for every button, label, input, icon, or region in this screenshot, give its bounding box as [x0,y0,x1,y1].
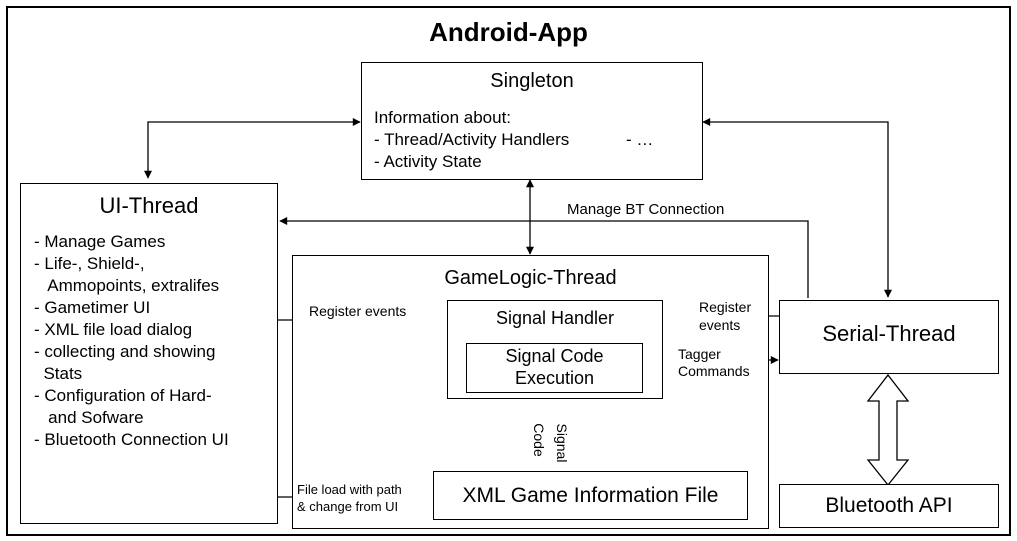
label-register-events-left: Register events [309,303,407,319]
android-app-title: Android-App [429,17,588,47]
ui-thread-item: Stats [34,364,83,383]
edge-serial-bluetooth [866,373,910,487]
singleton-item-activity-state: - Activity State [374,152,482,171]
xml-game-info-title: XML Game Information File [462,484,719,507]
signal-code-execution-box [466,343,643,393]
ui-thread-item: Ammopoints, extralifes [34,276,220,295]
ui-thread-box [20,183,278,524]
bluetooth-api-box [779,484,999,528]
ui-thread-item: - Life-, Shield-, [34,254,145,273]
ui-thread-item: - Manage Games [34,232,166,251]
label-signal: Signal [554,423,570,463]
edge-singleton-ui [144,118,361,179]
signal-code-execution-line2: Execution [514,368,595,388]
ui-thread-item: - XML file load dialog [34,320,193,339]
ui-thread-item: - Configuration of Hard- [34,386,212,405]
edge-manage-bt [279,217,809,298]
label-register-events-right-1: Register [699,299,752,315]
label-file-load-2: & change from UI [297,499,399,514]
bluetooth-api-title: Bluetooth API [825,494,953,517]
singleton-info-heading: Information about: [374,108,512,127]
ui-thread-item: - Bluetooth Connection UI [34,430,229,449]
ui-thread-item: - Gametimer UI [34,298,151,317]
label-manage-bt: Manage BT Connection [567,201,725,218]
label-code: Code [531,423,547,457]
singleton-title: Singleton [490,70,574,92]
serial-thread-title: Serial-Thread [822,321,956,346]
singleton-item-handlers: - Thread/Activity Handlers [374,130,570,149]
edge-singleton-serial [702,118,892,298]
signal-code-execution-line1: Signal Code [505,346,604,366]
ui-thread-item: - collecting and showing [34,342,216,361]
label-tagger-1: Tagger [678,346,721,362]
xml-game-info-box [433,471,748,520]
ui-thread-list: - Manage Games - Life-, Shield-, Ammopoi… [34,231,229,451]
label-file-load-1: File load with path [297,482,402,497]
gamelogic-thread-title: GameLogic-Thread [444,267,617,289]
ui-thread-item: and Sofware [34,408,144,427]
ui-thread-title: UI-Thread [99,193,199,218]
singleton-ellipsis: - … [626,130,654,149]
serial-thread-box [779,300,999,374]
signal-handler-title: Signal Handler [495,308,615,328]
label-register-events-right-2: events [699,317,741,333]
singleton-box [361,62,703,180]
label-tagger-2: Commands [678,363,750,379]
